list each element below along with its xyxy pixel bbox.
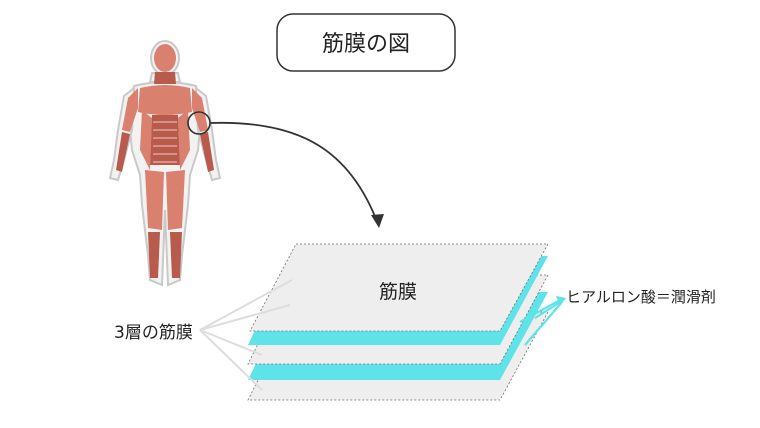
fascia-sheet-top xyxy=(249,243,549,332)
hyaluronic-arrow-head xyxy=(556,296,566,306)
three-layers-label: 3層の筋膜 xyxy=(114,323,193,343)
fascia-label: 筋膜 xyxy=(379,281,417,303)
human-muscle-figure-icon xyxy=(108,40,222,287)
muscle-shape xyxy=(138,85,192,115)
zoom-arrow xyxy=(209,121,379,225)
muscle-shape xyxy=(192,88,208,132)
muscle-shape xyxy=(154,44,176,72)
muscle-shape xyxy=(166,170,185,230)
muscle-shape xyxy=(150,115,180,165)
hyaluronic-pointer xyxy=(519,298,563,346)
three-layer-pointer xyxy=(199,279,293,391)
muscle-shape xyxy=(154,72,176,84)
zoom-arrow-head xyxy=(371,214,384,228)
muscle-shape xyxy=(122,88,138,132)
muscle-shape xyxy=(200,132,214,172)
title-box: 筋膜の図 xyxy=(276,13,456,72)
muscle-shape xyxy=(170,232,182,278)
muscle-shape xyxy=(148,232,160,278)
muscle-shape xyxy=(178,110,190,170)
muscle-shape xyxy=(140,110,152,170)
hyaluronic-label: ヒアルロン酸＝潤滑剤 xyxy=(566,288,716,306)
muscle-shape xyxy=(116,132,130,172)
page-title: 筋膜の図 xyxy=(322,32,410,57)
muscle-shape xyxy=(145,170,164,230)
fascia-layers: 筋膜 xyxy=(247,243,549,401)
